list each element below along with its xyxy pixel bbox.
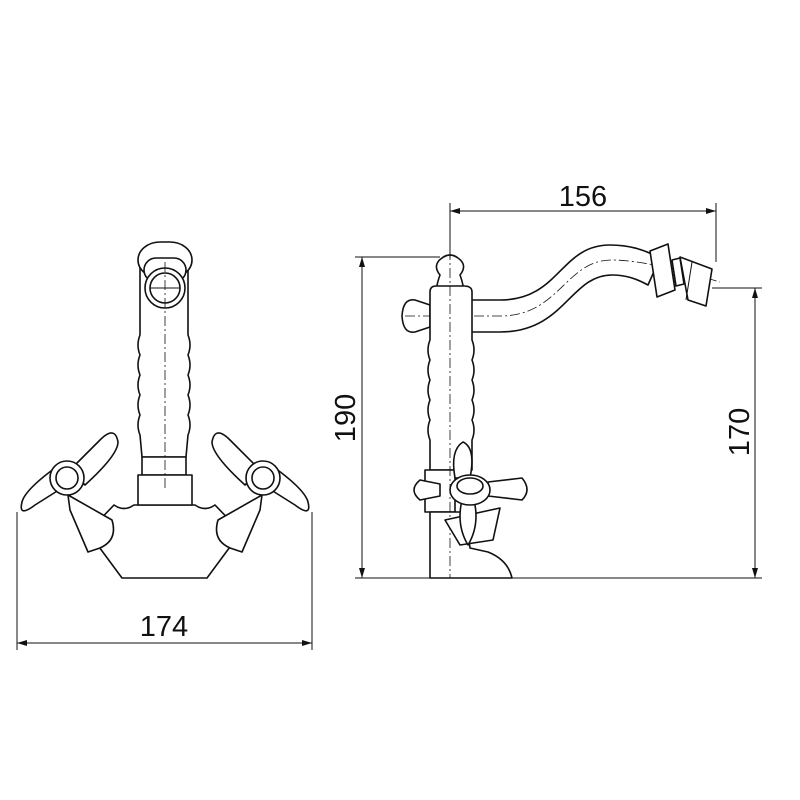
- dim-170-label: 170: [724, 408, 756, 456]
- side-nozzle-nut: [649, 243, 676, 298]
- right-handle-cone: [215, 494, 263, 553]
- left-handle-cone: [67, 494, 115, 553]
- side-lever-lower: [459, 499, 477, 546]
- side-rear-knob: [401, 299, 431, 333]
- dim-156-label: 156: [559, 181, 607, 213]
- front-right-handle: [211, 432, 310, 553]
- left-handle-cap: [55, 466, 79, 490]
- side-handle-cap: [456, 477, 484, 495]
- side-column: [427, 285, 475, 471]
- side-lever-upper: [452, 441, 473, 479]
- side-lever-right: [487, 477, 528, 501]
- front-view: 174: [16, 241, 313, 650]
- front-left-handle: [20, 432, 119, 553]
- side-view: 156 190 170: [330, 181, 762, 579]
- front-base: [87, 504, 242, 579]
- side-nozzle-ring: [685, 261, 693, 301]
- dim-174-label: 174: [140, 611, 188, 643]
- side-spout-pipe: [469, 244, 661, 333]
- right-handle-cap: [251, 466, 275, 490]
- side-lever-left: [413, 479, 441, 501]
- dim-190-label: 190: [330, 394, 362, 442]
- side-nozzle-head: [679, 256, 713, 307]
- front-collar-small: [141, 456, 187, 476]
